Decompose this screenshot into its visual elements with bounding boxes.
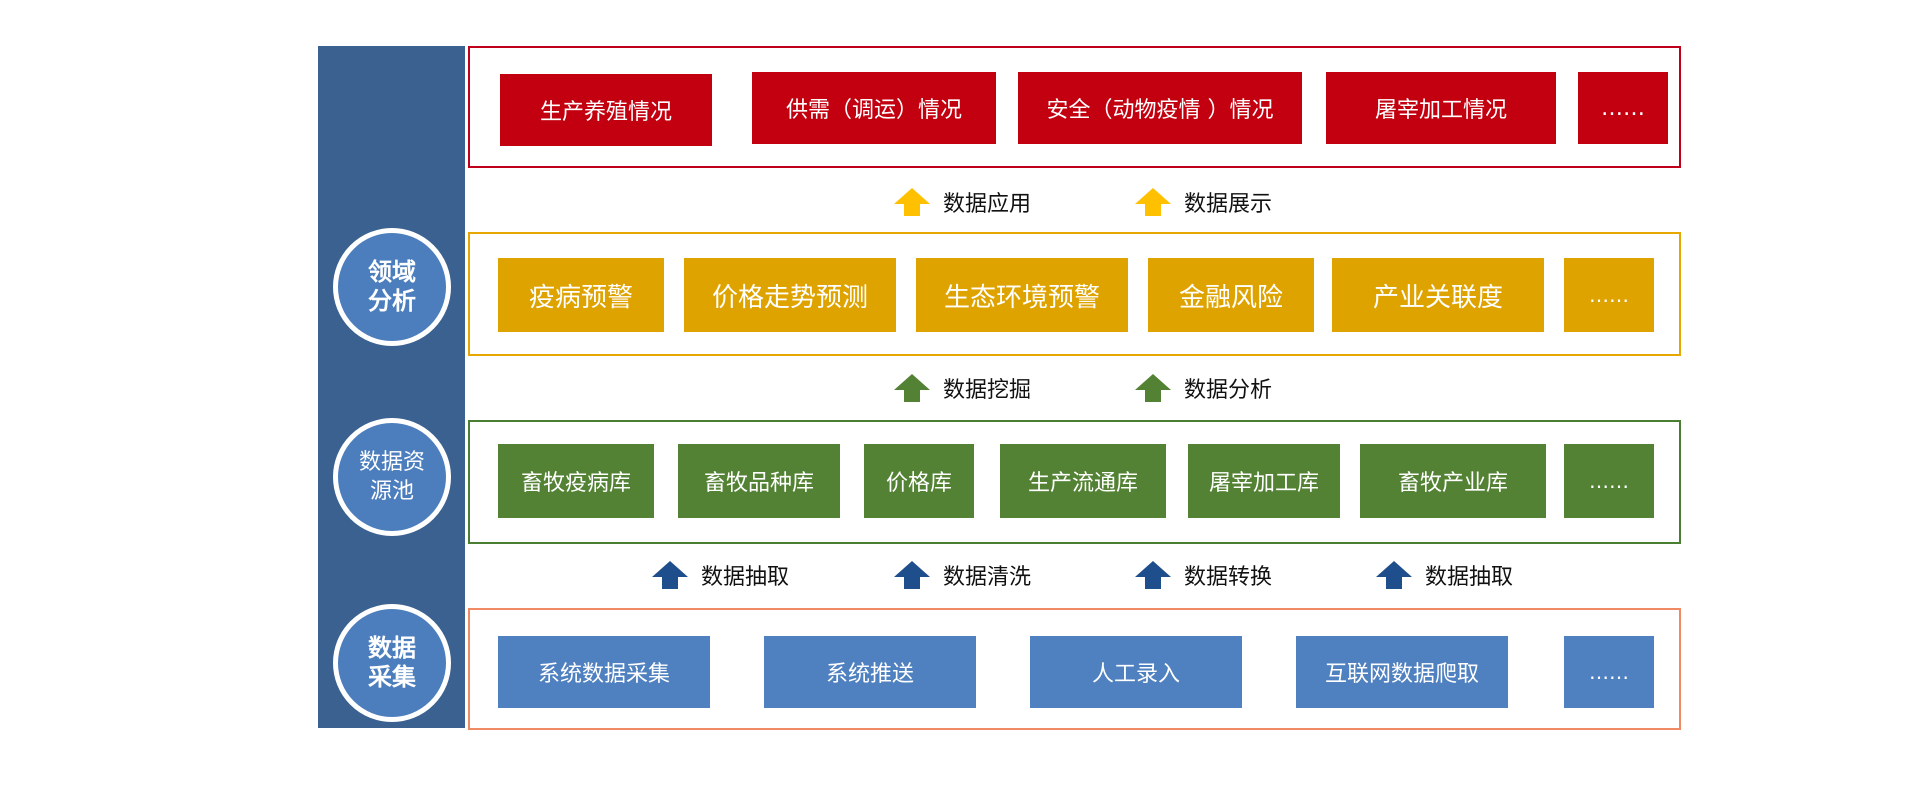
analysis-item: …… bbox=[1564, 258, 1654, 332]
application-item: 供需（调运）情况 bbox=[752, 72, 996, 144]
resource-pool-item: 生产流通库 bbox=[1000, 444, 1166, 518]
arrow-data-extraction: 数据抽取 bbox=[1375, 557, 1513, 593]
arrow-data-mining: 数据挖掘 bbox=[893, 370, 1031, 406]
application-item: 屠宰加工情况 bbox=[1326, 72, 1556, 144]
layer-label-analysis: 领域 分析 bbox=[333, 228, 451, 346]
up-arrow-icon bbox=[894, 374, 930, 402]
resource-pool-layer-frame: 畜牧疫病库 畜牧品种库 价格库 生产流通库 屠宰加工库 畜牧产业库 …… bbox=[468, 420, 1681, 544]
up-arrow-icon bbox=[1376, 561, 1412, 589]
application-layer-frame: 生产养殖情况 供需（调运）情况 安全（动物疫情 ）情况 屠宰加工情况 …… bbox=[468, 46, 1681, 168]
layer-label-resource-pool: 数据资 源池 bbox=[333, 418, 451, 536]
application-item: …… bbox=[1578, 72, 1668, 144]
analysis-layer-frame: 疫病预警 价格走势预测 生态环境预警 金融风险 产业关联度 …… bbox=[468, 232, 1681, 356]
up-arrow-icon bbox=[1135, 374, 1171, 402]
resource-pool-item: 畜牧产业库 bbox=[1360, 444, 1546, 518]
analysis-item: 疫病预警 bbox=[498, 258, 664, 332]
arrow-label: 数据抽取 bbox=[701, 565, 790, 590]
collection-item: …… bbox=[1564, 636, 1654, 708]
resource-pool-item: 价格库 bbox=[864, 444, 974, 518]
arrow-label: 数据分析 bbox=[1184, 378, 1273, 403]
arrow-data-application: 数据应用 bbox=[893, 184, 1031, 220]
collection-item: 系统数据采集 bbox=[498, 636, 710, 708]
arrow-data-extraction: 数据抽取 bbox=[651, 557, 789, 593]
arrow-data-transformation: 数据转换 bbox=[1134, 557, 1272, 593]
collection-item: 互联网数据爬取 bbox=[1296, 636, 1508, 708]
up-arrow-icon bbox=[894, 561, 930, 589]
arrow-data-analysis: 数据分析 bbox=[1134, 370, 1272, 406]
arrow-data-cleaning: 数据清洗 bbox=[893, 557, 1031, 593]
arrow-label: 数据转换 bbox=[1184, 565, 1273, 590]
collection-item: 人工录入 bbox=[1030, 636, 1242, 708]
collection-layer-frame: 系统数据采集 系统推送 人工录入 互联网数据爬取 …… bbox=[468, 608, 1681, 730]
resource-pool-item: 屠宰加工库 bbox=[1188, 444, 1340, 518]
arrow-label: 数据清洗 bbox=[943, 565, 1032, 590]
analysis-item: 价格走势预测 bbox=[684, 258, 896, 332]
up-arrow-icon bbox=[1135, 188, 1171, 216]
up-arrow-icon bbox=[652, 561, 688, 589]
arrow-label: 数据应用 bbox=[943, 192, 1032, 217]
up-arrow-icon bbox=[894, 188, 930, 216]
layer-label-collection: 数据 采集 bbox=[333, 604, 451, 722]
arrow-data-display: 数据展示 bbox=[1134, 184, 1272, 220]
resource-pool-item: 畜牧疫病库 bbox=[498, 444, 654, 518]
collection-item: 系统推送 bbox=[764, 636, 976, 708]
application-item: 生产养殖情况 bbox=[500, 74, 712, 146]
up-arrow-icon bbox=[1135, 561, 1171, 589]
application-item: 安全（动物疫情 ）情况 bbox=[1018, 72, 1302, 144]
arrow-label: 数据抽取 bbox=[1425, 565, 1514, 590]
analysis-item: 产业关联度 bbox=[1332, 258, 1544, 332]
arrow-label: 数据展示 bbox=[1184, 192, 1273, 217]
analysis-item: 金融风险 bbox=[1148, 258, 1314, 332]
analysis-item: 生态环境预警 bbox=[916, 258, 1128, 332]
resource-pool-item: 畜牧品种库 bbox=[678, 444, 840, 518]
arrow-label: 数据挖掘 bbox=[943, 378, 1032, 403]
resource-pool-item: …… bbox=[1564, 444, 1654, 518]
